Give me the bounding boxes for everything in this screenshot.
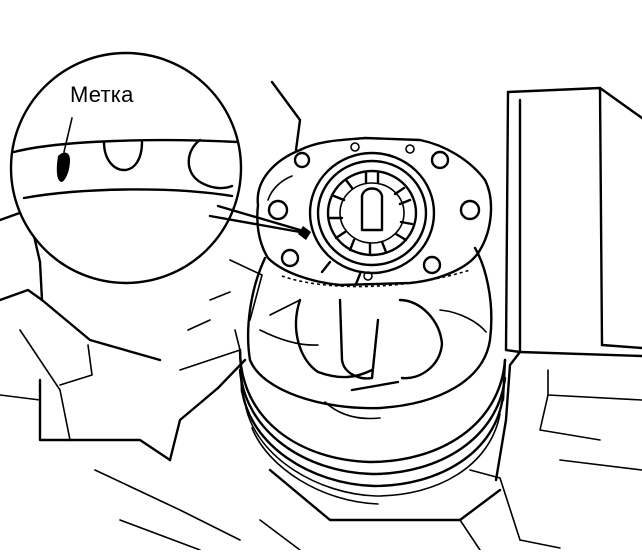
- detail-callout: [9, 51, 302, 285]
- right-housing: [469, 86, 642, 541]
- pump-body: [246, 246, 493, 420]
- pump-flange: [256, 136, 493, 287]
- leader-line: [63, 117, 73, 153]
- pulley: [238, 348, 507, 505]
- mark-indicator: [56, 152, 70, 182]
- shaft-hub: [298, 151, 436, 286]
- callout-pointer: [208, 214, 302, 234]
- mark-label: Метка: [70, 82, 134, 107]
